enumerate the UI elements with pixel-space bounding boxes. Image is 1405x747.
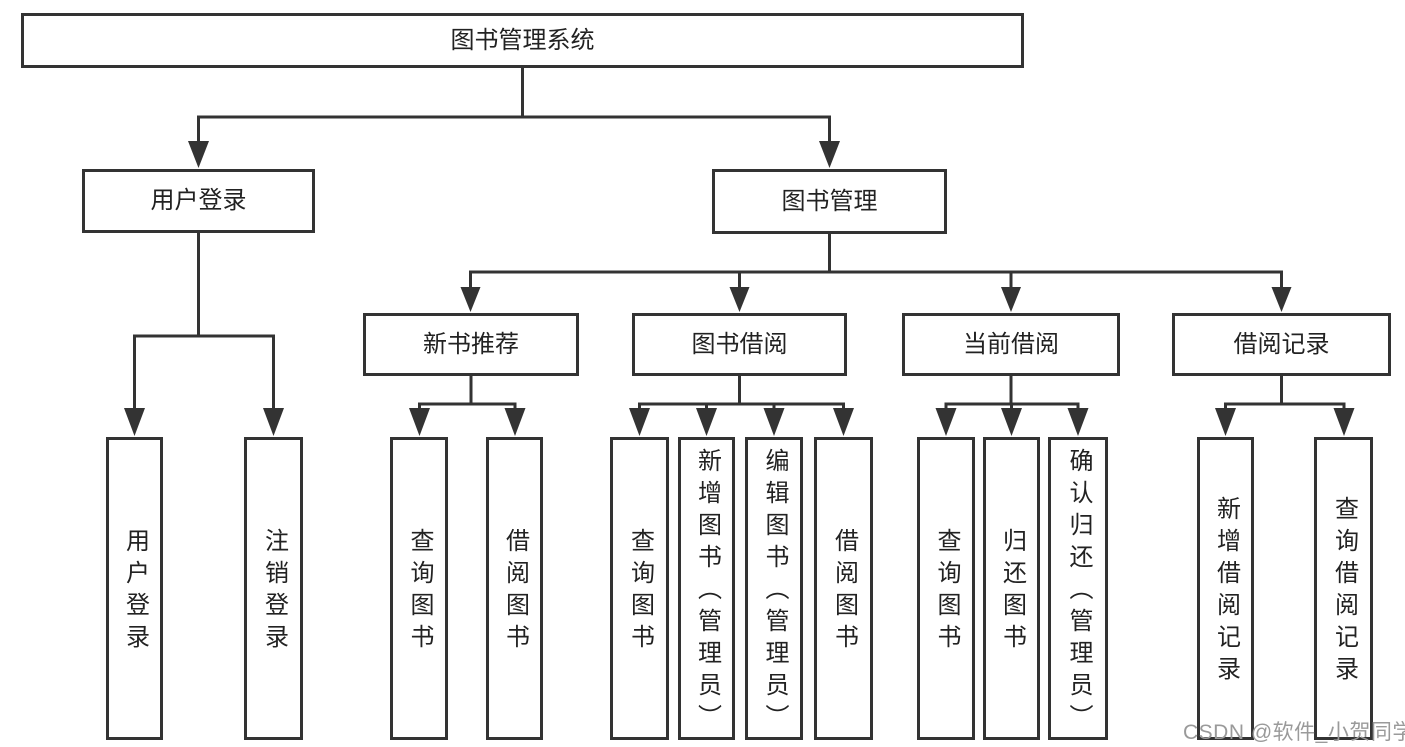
leaf-query-books-3: 查询图书 (917, 437, 975, 740)
leaf-edit-book-admin: 编辑图书（管理员） (745, 437, 803, 740)
arrowheads (124, 141, 1355, 436)
arrowhead (763, 408, 785, 436)
arrowhead (1271, 287, 1292, 312)
arrowhead (409, 408, 430, 436)
connector-paths (133, 68, 1346, 413)
leaf-logout: 注销登录 (244, 437, 303, 740)
connector-current-borrow-branch (944, 376, 1080, 413)
watermark: CSDN @软件_小贺同学 (1183, 721, 1405, 744)
connector-new-book-branch (418, 376, 517, 413)
leaf-add-book-admin: 新增图书（管理员） (678, 437, 735, 740)
connector-book-borrow-branch (638, 376, 845, 413)
leaf-query-books-1: 查询图书 (390, 437, 448, 740)
arrowhead (629, 408, 650, 436)
arrowhead (696, 408, 717, 436)
leaf-query-books-2: 查询图书 (610, 437, 669, 740)
connector-user-login-branch (133, 233, 275, 413)
leaf-return-books: 归还图书 (983, 437, 1040, 740)
arrowhead (819, 141, 840, 168)
arrowhead (124, 408, 145, 436)
leaf-borrow-books-1: 借阅图书 (486, 437, 543, 740)
node-new-book-recommend: 新书推荐 (363, 313, 579, 376)
arrowhead (1067, 408, 1089, 436)
node-borrow-records: 借阅记录 (1172, 313, 1391, 376)
arrowhead (263, 408, 284, 436)
leaf-add-borrow-record: 新增借阅记录 (1197, 437, 1254, 740)
node-book-borrowing: 图书借阅 (632, 313, 847, 376)
node-user-login: 用户登录 (82, 169, 315, 233)
arrowhead (1001, 408, 1022, 436)
connector-level1 (197, 68, 831, 146)
arrowhead (188, 141, 209, 168)
arrowhead (1333, 408, 1355, 436)
arrowhead (935, 408, 957, 436)
arrowhead (1215, 408, 1236, 436)
node-current-borrowing: 当前借阅 (902, 313, 1120, 376)
leaf-user-login: 用户登录 (106, 437, 163, 740)
node-book-management: 图书管理 (712, 169, 947, 234)
arrowhead (833, 408, 854, 436)
leaf-borrow-books-2: 借阅图书 (814, 437, 873, 740)
arrowhead (1001, 287, 1021, 312)
arrowhead (729, 287, 750, 312)
arrowhead (504, 408, 526, 436)
leaf-query-borrow-record: 查询借阅记录 (1314, 437, 1373, 740)
arrowhead (460, 287, 481, 312)
connector-book-mgmt-branch (469, 234, 1283, 291)
connector-borrow-records-branch (1224, 376, 1346, 413)
node-root: 图书管理系统 (21, 13, 1024, 68)
leaf-confirm-return-admin: 确认归还（管理员） (1048, 437, 1108, 740)
